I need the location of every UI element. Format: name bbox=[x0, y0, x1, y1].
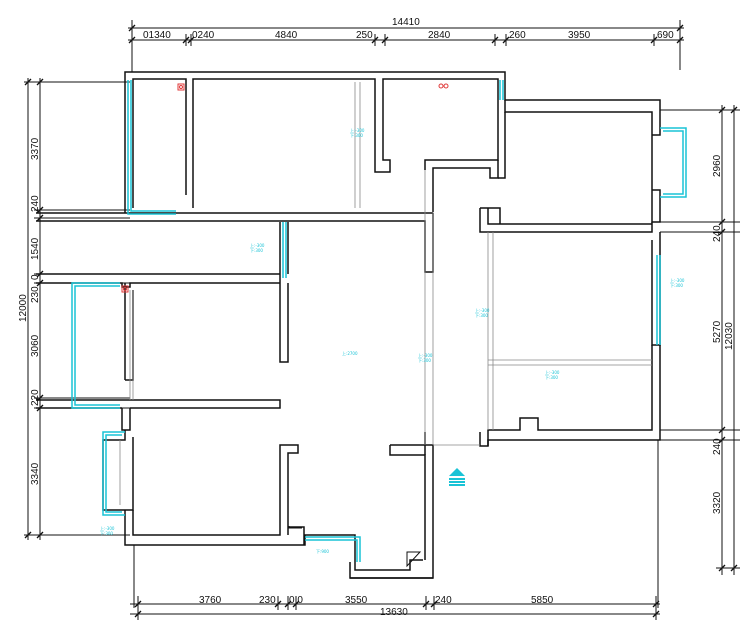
left-dim-6: 220 bbox=[30, 389, 41, 406]
top-dim-6: 3950 bbox=[568, 30, 591, 41]
right-dim-4: 3320 bbox=[712, 491, 723, 514]
top-dim-1: 0240 bbox=[192, 30, 215, 41]
left-dim-7: 3340 bbox=[30, 462, 41, 485]
dimension-lines bbox=[24, 20, 740, 620]
top-dim-0: 01340 bbox=[143, 30, 171, 41]
annotation-i: 下:900 bbox=[316, 549, 329, 554]
right-dim-3: 240 bbox=[712, 438, 723, 455]
annotation-j: 上:2700 bbox=[342, 350, 358, 356]
left-overall-dim: 12000 bbox=[18, 294, 29, 322]
bottom-dim-4: 240 bbox=[435, 595, 452, 606]
top-dim-4: 2840 bbox=[428, 30, 451, 41]
bottom-dim-0: 3760 bbox=[199, 595, 222, 606]
top-overall-dim: 14410 bbox=[392, 17, 420, 28]
right-dim-0: 2960 bbox=[712, 154, 723, 177]
left-dim-3: 0 bbox=[30, 274, 41, 280]
left-dimension-labels: 12000 3370 240 1540 0 230 3060 220 3340 bbox=[18, 137, 41, 485]
left-dim-0: 3370 bbox=[30, 137, 41, 160]
stairs-icon bbox=[449, 468, 465, 486]
windows bbox=[71, 80, 687, 562]
door-swing bbox=[288, 526, 422, 568]
left-dim-4: 230 bbox=[30, 286, 41, 303]
top-dim-2: 4840 bbox=[275, 30, 298, 41]
bottom-overall-dim: 13630 bbox=[380, 607, 408, 618]
right-dim-1: 240 bbox=[712, 225, 723, 242]
dimension-ticks bbox=[24, 24, 738, 618]
right-overall-dim: 12030 bbox=[724, 322, 735, 350]
left-dim-1: 240 bbox=[30, 195, 41, 212]
top-dim-3: 250 bbox=[356, 30, 373, 41]
top-dim-7: 690 bbox=[657, 30, 674, 41]
left-dim-2: 1540 bbox=[30, 237, 41, 260]
bottom-dimension-labels: 3760 230 0 0 3550 240 5850 13630 bbox=[199, 595, 554, 618]
right-dimension-labels: 2960 240 5270 12030 240 3320 bbox=[712, 154, 735, 514]
outlet-markers bbox=[121, 83, 449, 293]
bottom-dim-1: 230 bbox=[259, 595, 276, 606]
left-dim-5: 3060 bbox=[30, 334, 41, 357]
top-dimension-labels: 14410 01340 0240 4840 250 2840 260 3950 … bbox=[143, 17, 674, 41]
right-dim-2: 5270 bbox=[712, 320, 723, 343]
top-dim-5: 260 bbox=[509, 30, 526, 41]
bottom-dim-5: 5850 bbox=[531, 595, 554, 606]
interior-lines bbox=[119, 82, 652, 505]
bottom-dim-3: 3550 bbox=[345, 595, 368, 606]
bottom-dim-2: 0 0 bbox=[289, 595, 303, 606]
